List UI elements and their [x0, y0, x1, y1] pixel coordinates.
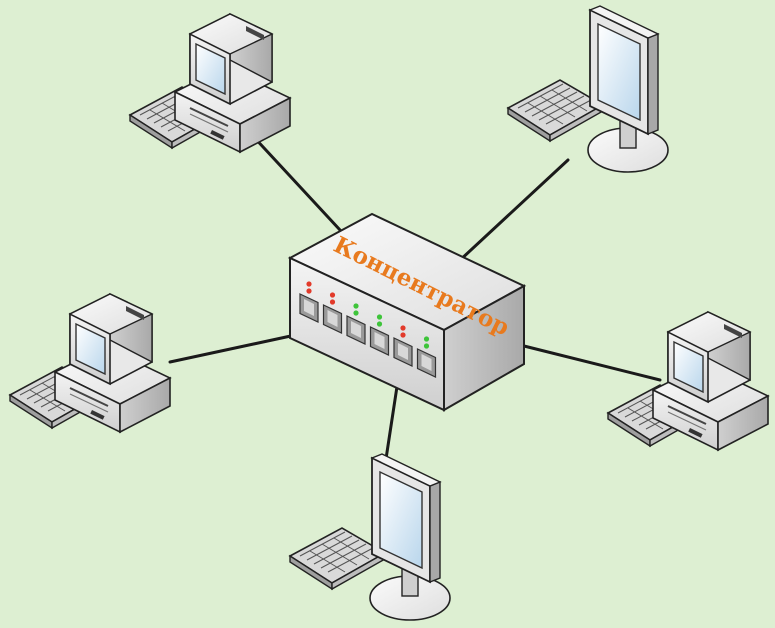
hub-status-led	[306, 288, 312, 294]
hub-status-led	[329, 292, 336, 298]
hub-status-led	[400, 332, 406, 338]
hub-port-socket	[398, 343, 408, 360]
hub-status-led	[423, 336, 430, 342]
cables	[168, 133, 662, 474]
cable-mid-left	[168, 332, 302, 364]
hub-port-socket	[421, 354, 432, 371]
computer-top-left	[129, 13, 291, 153]
cable-top-left	[250, 133, 342, 232]
computer-mid-right	[607, 311, 769, 451]
hub-status-led	[400, 325, 406, 331]
hub-ports	[299, 281, 437, 378]
computer-bottom	[289, 453, 451, 621]
hub-status-led	[353, 303, 359, 309]
hub-status-led	[376, 314, 383, 320]
hub-status-led	[353, 310, 359, 316]
computer-mid-left	[9, 293, 171, 433]
hub-side	[443, 284, 525, 412]
hub-status-led	[376, 321, 383, 327]
hub: Концентратор	[287, 212, 527, 412]
hub-status-led	[423, 343, 430, 349]
hub-port-socket	[374, 332, 385, 349]
cable-top-right	[456, 158, 570, 264]
hub-port-socket	[327, 310, 338, 327]
computer-top-right	[507, 5, 669, 173]
cable-mid-right	[522, 344, 662, 382]
hub-status-led	[329, 299, 336, 305]
hub-port-socket	[304, 299, 314, 316]
hub-port-socket	[351, 321, 361, 338]
hub-status-led	[306, 281, 312, 287]
